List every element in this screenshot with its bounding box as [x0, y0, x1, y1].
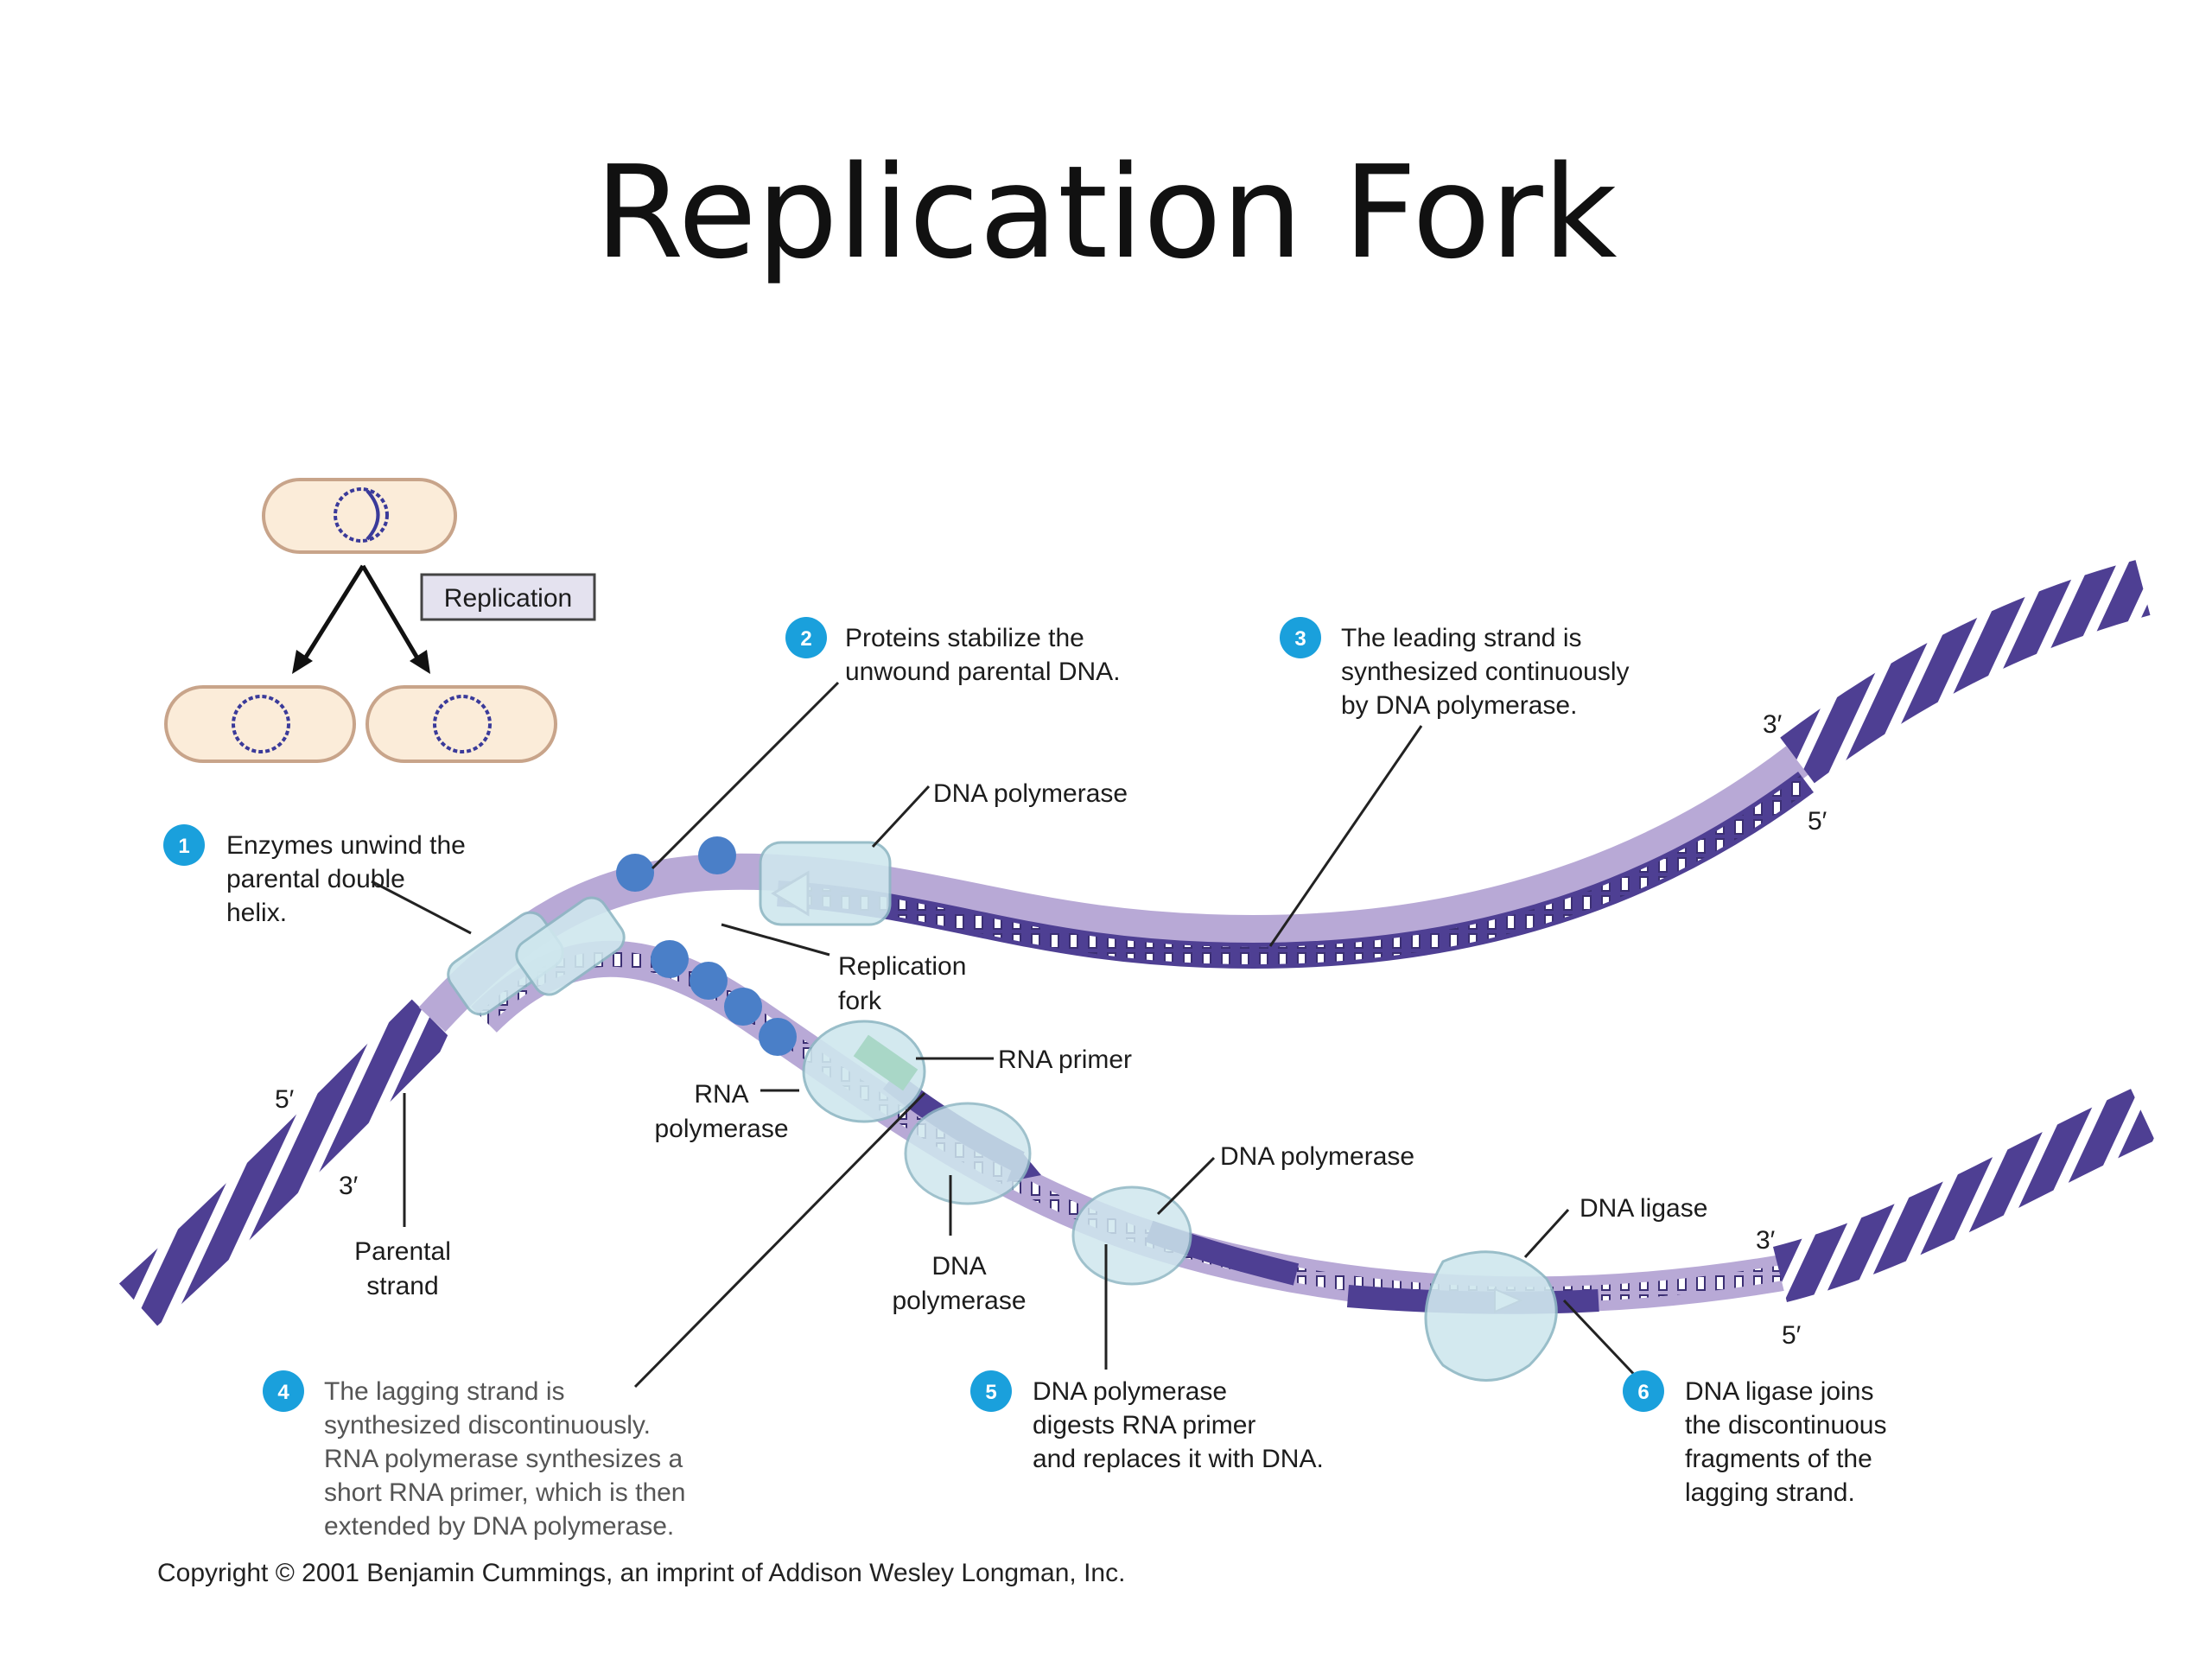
cell-replication-inset: Replication [164, 478, 596, 763]
label-parental-strand-2: strand [366, 1272, 438, 1300]
step-5-line-2: digests RNA primer [1033, 1411, 1255, 1440]
top-3-prime: 3′ [1763, 710, 1783, 739]
label-rna-polymerase-1: RNA [694, 1080, 748, 1109]
label-dna-polymerase-mid-1: DNA [931, 1252, 986, 1281]
step-4-line-1: The lagging strand is [324, 1377, 565, 1406]
step-1: 1 Enzymes unwind the parental double hel… [163, 824, 466, 927]
helicase [515, 896, 626, 996]
ssb-protein [690, 962, 728, 1000]
label-rna-polymerase-2: polymerase [654, 1115, 788, 1143]
step-number: 4 [277, 1381, 289, 1404]
parent-cell [262, 478, 457, 554]
step-2-line-2: unwound parental DNA. [845, 658, 1121, 686]
step-badge [970, 1370, 1012, 1412]
ssb-protein [698, 836, 736, 874]
step-number: 3 [1294, 627, 1306, 651]
rna-primer [853, 1034, 918, 1091]
leading-helix-end [1780, 560, 2151, 784]
replication-label-box [420, 573, 596, 621]
daughter-cell-left [164, 685, 356, 763]
dna-polymerase-primer-removal [1071, 1185, 1192, 1286]
parent-plasmid [334, 487, 389, 543]
parental-helix [118, 999, 453, 1326]
left-5-prime: 5′ [275, 1085, 295, 1114]
strand-end-labels: 5′ 3′ 3′ 5′ 3′ 5′ [275, 710, 1827, 1350]
step-4-line-2: synthesized discontinuously. [324, 1411, 651, 1440]
step-1-line-2: parental double [226, 865, 405, 893]
copyright-notice: Copyright © 2001 Benjamin Cummings, an i… [157, 1559, 1125, 1587]
step-number: 5 [985, 1381, 996, 1404]
leader-lines [371, 681, 1643, 1389]
step-number: 1 [178, 835, 189, 858]
bottom-3-prime: 3′ [1756, 1226, 1776, 1255]
step-6: 6 DNA ligase joins the discontinuous fra… [1623, 1370, 1887, 1507]
step-1-line-1: Enzymes unwind the [226, 831, 466, 860]
label-dna-polymerase-top: DNA polymerase [933, 779, 1128, 808]
step-6-line-4: lagging strand. [1685, 1478, 1855, 1507]
step-badge [163, 824, 205, 866]
left-3-prime: 3′ [339, 1172, 359, 1200]
label-rna-primer: RNA primer [998, 1046, 1132, 1074]
label-parental-strand-1: Parental [354, 1237, 451, 1266]
leading-template-strand [418, 746, 1808, 1033]
top-5-prime: 5′ [1808, 807, 1827, 836]
dna-polymerase-lagging [904, 1102, 1032, 1205]
slide-title: Replication Fork [594, 138, 1618, 287]
step-3: 3 The leading strand is synthesized cont… [1280, 617, 1630, 720]
step-6-line-2: the discontinuous [1685, 1411, 1887, 1440]
component-labels: DNA polymerase Replication fork RNA prim… [354, 779, 1707, 1315]
rna-polymerase [802, 1020, 926, 1123]
daughter-plasmid-right [433, 695, 492, 753]
step-badge [785, 617, 827, 658]
step-3-line-1: The leading strand is [1341, 624, 1582, 652]
ssb-protein [651, 940, 689, 978]
step-5-line-1: DNA polymerase [1033, 1377, 1227, 1406]
step-2-line-1: Proteins stabilize the [845, 624, 1084, 652]
replication-label: Replication [444, 584, 572, 613]
dna-ligase [1424, 1250, 1558, 1382]
label-dna-polymerase-mid-2: polymerase [892, 1287, 1026, 1315]
dna-polymerase-leading [759, 841, 892, 926]
step-number: 6 [1637, 1381, 1649, 1404]
lagging-helix-end [1772, 1089, 2155, 1303]
step-3-line-2: synthesized continuously [1341, 658, 1630, 686]
daughter-plasmid-left [232, 695, 290, 753]
step-4-line-3: RNA polymerase synthesizes a [324, 1445, 683, 1473]
step-3-line-3: by DNA polymerase. [1341, 691, 1577, 720]
daughter-cell-right [365, 685, 557, 763]
step-5: 5 DNA polymerase digests RNA primer and … [970, 1370, 1324, 1473]
step-6-line-1: DNA ligase joins [1685, 1377, 1873, 1406]
ssb-protein [759, 1018, 797, 1056]
label-dna-polymerase-lower: DNA polymerase [1220, 1142, 1414, 1171]
step-4-line-5: extended by DNA polymerase. [324, 1512, 674, 1541]
arrow-right [360, 564, 424, 667]
label-replication-fork-2: fork [838, 987, 882, 1015]
step-2: 2 Proteins stabilize the unwound parenta… [785, 617, 1121, 686]
ssb-protein [724, 988, 762, 1026]
step-badge [1623, 1370, 1664, 1412]
bottom-5-prime: 5′ [1782, 1321, 1802, 1350]
step-badge [263, 1370, 304, 1412]
label-replication-fork-1: Replication [838, 952, 966, 981]
step-number: 2 [800, 627, 811, 651]
arrow-left [298, 564, 365, 667]
ssb-protein [616, 854, 654, 892]
step-badge [1280, 617, 1321, 658]
step-4: 4 The lagging strand is synthesized disc… [263, 1370, 686, 1541]
label-dna-ligase: DNA ligase [1580, 1194, 1707, 1223]
step-1-line-3: helix. [226, 899, 287, 927]
step-5-line-3: and replaces it with DNA. [1033, 1445, 1324, 1473]
step-6-line-3: fragments of the [1685, 1445, 1872, 1473]
step-4-line-4: short RNA primer, which is then [324, 1478, 686, 1507]
